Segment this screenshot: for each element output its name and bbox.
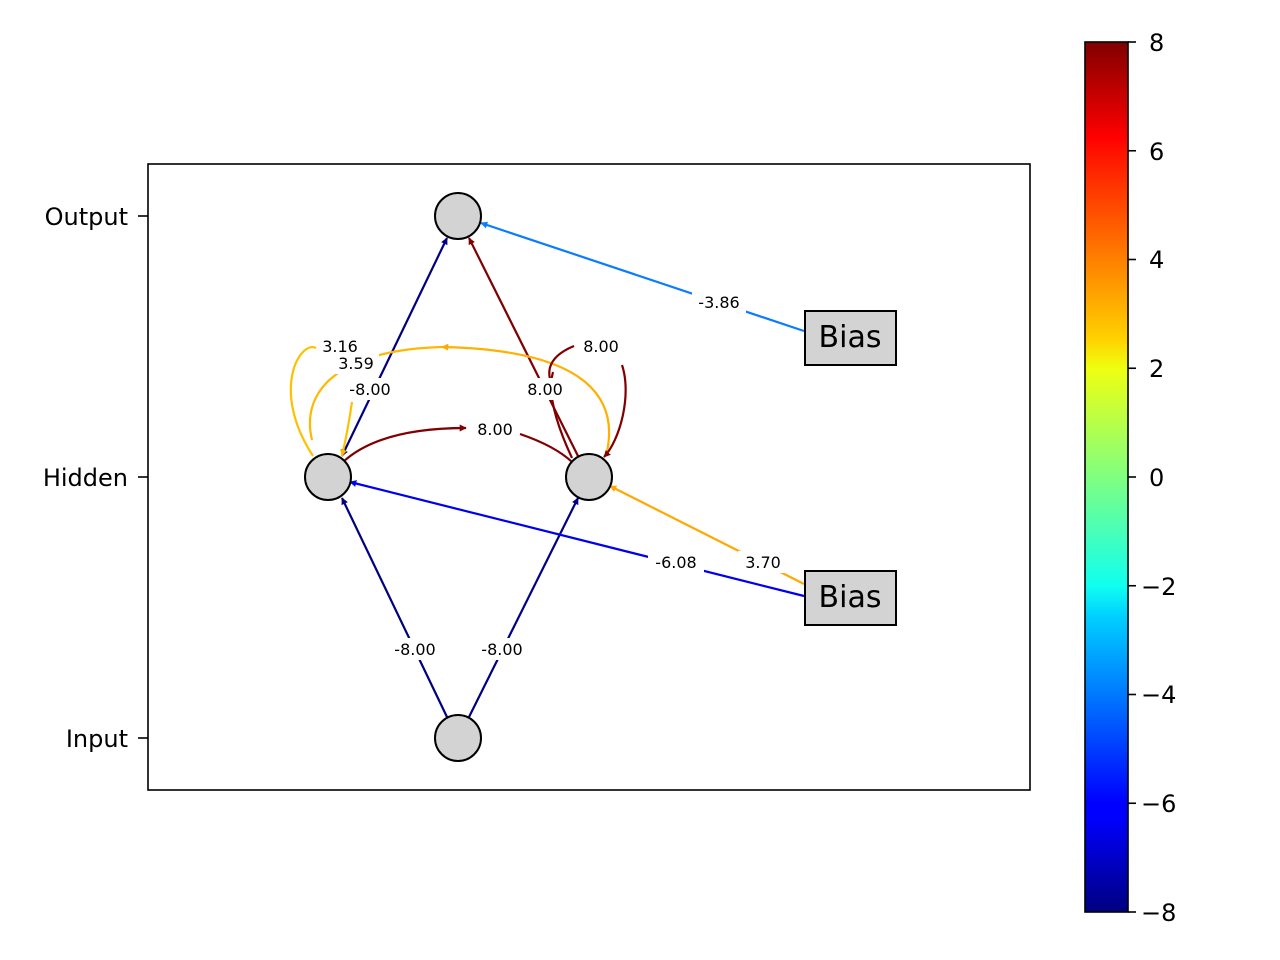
edge-label-bias-to-output: -3.86: [698, 293, 739, 312]
layer-label-hidden: Hidden: [43, 464, 128, 492]
colorbar-tick-label: 6: [1149, 138, 1164, 166]
edge-label-hidden1-to-output: -8.00: [349, 380, 390, 399]
edge-hidden2-to-hidden1: [441, 343, 611, 457]
colorbar-tick-label: 8: [1149, 29, 1164, 57]
node-input: [434, 714, 482, 762]
edge-bias-to-hidden1: [349, 480, 805, 598]
bias-label-top: Bias: [819, 320, 882, 355]
nodes: [304, 192, 613, 762]
edge-label-hidden1-to-hidden2: 8.00: [477, 420, 513, 439]
edge-label-bias-to-hidden2: 3.70: [745, 553, 781, 572]
edge-label-input-to-hidden1: -8.00: [394, 640, 435, 659]
colorbar: 8 6 4 2 0 −2 −4 −6 −8: [1084, 29, 1176, 927]
layer-label-input: Input: [66, 725, 128, 753]
node-hidden-2: [565, 453, 613, 501]
edge-label-hidden2-to-hidden1: 3.59: [338, 354, 374, 373]
edge-label-bias-to-hidden1: -6.08: [655, 553, 696, 572]
edge-bias-to-output: [480, 221, 805, 333]
edge-labels: -8.00 -8.00 -8.00 8.00 8.00 3.59 3.16 8.…: [322, 291, 786, 660]
edge-label-hidden2-self-loop: 8.00: [583, 337, 619, 356]
node-output: [434, 192, 482, 240]
colorbar-tick-label: −4: [1141, 681, 1176, 709]
edge-hidden1-to-output: [341, 237, 448, 457]
edge-input-to-hidden1: [341, 497, 448, 718]
bias-node-top: Bias: [804, 310, 897, 366]
bias-node-bottom: Bias: [804, 570, 897, 626]
colorbar-tick-label: 4: [1149, 246, 1164, 274]
y-axis: Output Hidden Input: [43, 203, 148, 753]
edge-hidden2-to-output: [468, 237, 579, 457]
edge-label-hidden2-to-output: 8.00: [527, 380, 563, 399]
edges: [289, 221, 805, 718]
layer-label-output: Output: [45, 203, 128, 231]
colorbar-gradient: [1084, 41, 1129, 913]
node-hidden-1: [304, 453, 352, 501]
bias-label-bottom: Bias: [819, 580, 882, 615]
colorbar-tick-label: −6: [1141, 790, 1176, 818]
colorbar-tick-label: 0: [1149, 464, 1164, 492]
edge-hidden1-to-hidden2: [342, 424, 467, 463]
colorbar-tick-label: 2: [1149, 355, 1164, 383]
colorbar-tick-label: −2: [1141, 573, 1176, 601]
edge-label-hidden1-self-loop: 3.16: [322, 337, 358, 356]
colorbar-tick-label: −8: [1141, 899, 1176, 927]
edge-label-input-to-hidden2: -8.00: [481, 640, 522, 659]
edge-hidden1-self-loop: [289, 346, 317, 457]
